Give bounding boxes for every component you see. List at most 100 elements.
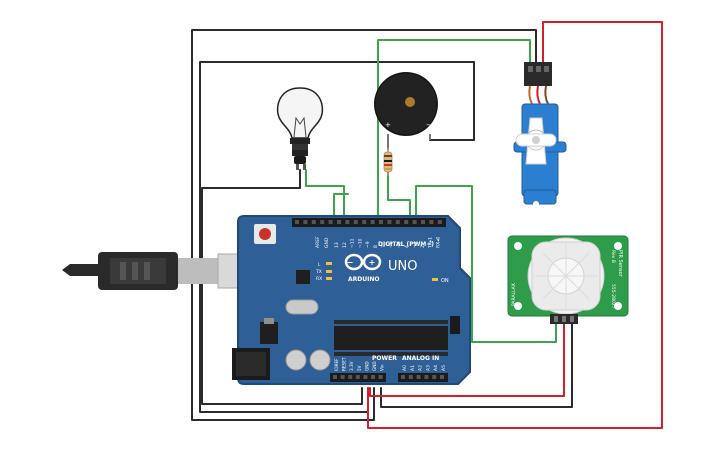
power-pin-label: GND [372, 361, 377, 371]
resistor-icon[interactable] [383, 148, 393, 176]
digital-pin-hole[interactable] [295, 220, 299, 224]
digital-pin-hole[interactable] [320, 220, 325, 224]
power-pin-hole[interactable] [348, 375, 353, 379]
crystal [285, 299, 319, 315]
analog-pin-hole[interactable] [416, 375, 421, 379]
digital-pin-label: RX◂0 [435, 237, 441, 248]
digital-pin-hole[interactable] [387, 220, 392, 224]
wire-red-pir-5v[interactable] [369, 321, 565, 397]
bottom-pin-holes [333, 375, 444, 379]
digital-pin-hole[interactable] [362, 220, 367, 224]
reset-button-cap[interactable] [259, 228, 271, 240]
pir-sensor-icon[interactable]: PIR Sensor Rev B 555-28027 PARALLAX [507, 235, 629, 324]
power-pin-label: GND [364, 361, 369, 371]
analog-pin-hole[interactable] [440, 375, 444, 379]
digital-pin-holes [295, 220, 442, 224]
power-pin-hole[interactable] [340, 375, 345, 379]
wire-green-servo-signal[interactable] [377, 39, 531, 223]
power-pin-label: IOREF [334, 358, 339, 371]
analog-pin-label: A3 [425, 365, 431, 371]
digital-pin-hole[interactable] [353, 220, 358, 224]
capacitor-2 [309, 349, 331, 371]
wire-black-pir-gnd[interactable] [380, 321, 573, 408]
analog-pin-label: A2 [418, 365, 424, 371]
power-pin-hole[interactable] [333, 375, 337, 379]
analog-label: ANALOG IN [402, 355, 439, 362]
digital-pin-hole[interactable] [345, 220, 350, 224]
digital-pin-hole[interactable] [379, 220, 383, 224]
digital-pin-label: 12 [342, 242, 348, 248]
servo-icon[interactable] [513, 62, 567, 207]
digital-pin-hole[interactable] [421, 220, 425, 224]
digital-pin-hole[interactable] [311, 220, 316, 224]
pir-part: 555-28027 [610, 284, 616, 309]
wire-red-servo-5v[interactable] [367, 21, 663, 429]
tx-label: TX [315, 269, 322, 275]
buzzer-minus-label: − [426, 121, 432, 129]
power-label: POWER [372, 355, 397, 362]
wire-green-pir-signal[interactable] [415, 185, 557, 343]
digital-pin-label: 7 [381, 245, 387, 248]
ic-socket-top [334, 320, 448, 324]
analog-pin-hole[interactable] [401, 375, 405, 379]
digital-pin-label: ~9 [365, 241, 371, 248]
ic-socket-bottom [334, 352, 448, 356]
digital-pin-hole[interactable] [404, 220, 409, 224]
analog-pin-hole[interactable] [432, 375, 437, 379]
digital-pin-label: ~6 [389, 241, 395, 248]
digital-pin-label: 13 [334, 242, 340, 248]
pir-maker: PARALLAX [511, 283, 517, 306]
voltage-regulator [260, 322, 278, 344]
power-pin-hole[interactable] [378, 375, 383, 379]
led-rx [326, 277, 332, 280]
analog-pin-label: A0 [402, 365, 408, 371]
ic-chip [334, 326, 448, 350]
aref-label: AREF [315, 236, 321, 248]
capacitor-1 [285, 349, 307, 371]
arduino-board[interactable]: − + UNO ARDUINO DIGITAL (PWM~) POWER ANA… [232, 215, 471, 385]
svg-text:+: + [369, 258, 376, 267]
digital-pin-label: 8 [373, 245, 379, 248]
digital-pin-label: ~11 [350, 238, 356, 248]
digital-pin-label: ~5 [396, 241, 402, 248]
analog-pin-label: A4 [433, 365, 439, 371]
power-pin-label: RESET [342, 357, 347, 371]
power-pin-label: Vin [380, 364, 385, 371]
light-bulb-icon[interactable] [276, 87, 324, 170]
digital-pin-hole[interactable] [437, 220, 442, 224]
board-brand: ARDUINO [348, 276, 379, 283]
arduino-logo-icon [344, 253, 382, 271]
digital-pin-hole[interactable] [429, 220, 434, 224]
wire-black-servo-gnd[interactable] [191, 29, 537, 421]
digital-pin-label: 4 [404, 245, 410, 248]
buzzer-icon[interactable]: + − [374, 72, 438, 150]
power-pin-hole[interactable] [371, 375, 375, 379]
analog-pin-hole[interactable] [424, 375, 429, 379]
led-on [432, 278, 438, 281]
board-logo-text: UNO [388, 259, 417, 274]
led-tx [326, 270, 332, 273]
power-pin-label: 3.3V [349, 361, 354, 371]
analog-header [398, 373, 448, 382]
power-pin-hole[interactable] [355, 375, 360, 379]
wire-green-bulb-pin-12[interactable] [305, 169, 345, 223]
digital-pin-hole[interactable] [395, 220, 400, 224]
wire-black-bulb-gnd[interactable] [201, 169, 363, 405]
digital-pin-hole[interactable] [370, 220, 375, 224]
digital-pin-hole[interactable] [303, 220, 308, 224]
digital-pin-label: TX▸1 [428, 237, 434, 249]
power-pin-hole[interactable] [363, 375, 368, 379]
digital-pin-hole[interactable] [328, 220, 333, 224]
digital-pin-hole[interactable] [337, 220, 341, 224]
wire-green-bulb-pin-11[interactable] [333, 193, 349, 223]
analog-pin-hole[interactable] [408, 375, 413, 379]
pir-name: PIR Sensor [617, 250, 623, 278]
digital-pin-label: ~10 [357, 238, 363, 248]
wire-green-buzzer-pin[interactable] [387, 171, 411, 223]
digital-pin-hole[interactable] [412, 220, 417, 224]
